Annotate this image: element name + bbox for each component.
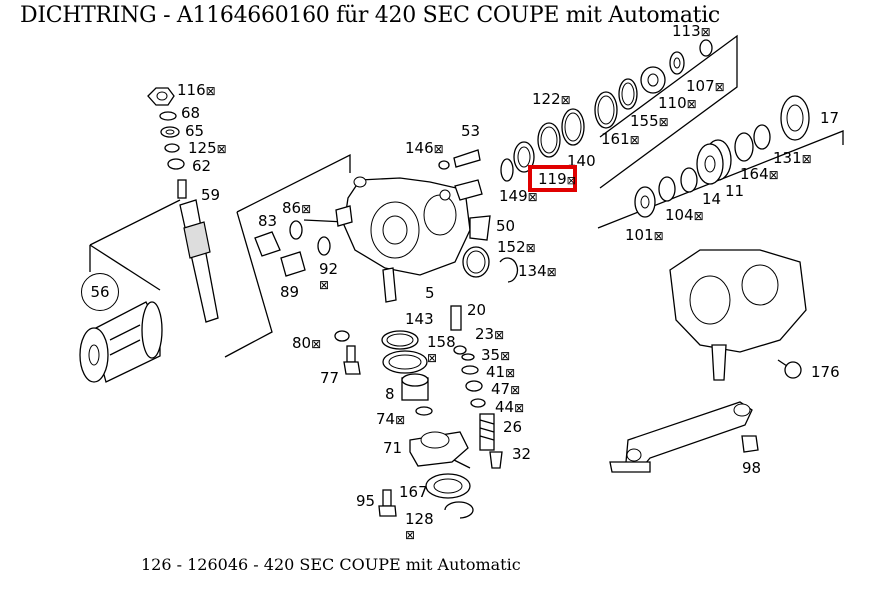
- part-label-149[interactable]: 149⊠: [499, 187, 538, 205]
- part-label-77[interactable]: 77: [320, 369, 340, 387]
- part-label-74[interactable]: 74⊠: [376, 410, 406, 428]
- part-label-68[interactable]: 68: [181, 104, 201, 122]
- part-label-131[interactable]: 131⊠: [773, 149, 812, 167]
- assembled-gear-unit: [669, 249, 807, 381]
- part-label-134[interactable]: 134⊠: [518, 262, 557, 280]
- housing-fittings: [254, 220, 331, 277]
- part-label-32[interactable]: 32: [512, 445, 532, 463]
- part-label-44[interactable]: 44⊠: [495, 398, 525, 416]
- cart-icon[interactable]: ⊠: [494, 328, 505, 342]
- part-label-50[interactable]: 50: [496, 217, 516, 235]
- cart-icon[interactable]: ⊠: [525, 241, 536, 255]
- cart-icon[interactable]: ⊠: [714, 80, 725, 94]
- cart-icon[interactable]: ⊠: [514, 401, 525, 415]
- part-label-80[interactable]: 80⊠: [292, 334, 322, 352]
- part-label-83[interactable]: 83: [258, 212, 278, 230]
- seal-ring-group: [500, 39, 713, 182]
- lower-parts-group: [334, 305, 503, 519]
- cart-icon[interactable]: ⊠: [427, 351, 438, 365]
- part-label-164[interactable]: 164⊠: [740, 165, 779, 183]
- page-title: DICHTRING - A1164660160 für 420 SEC COUP…: [20, 3, 720, 28]
- valve-body-sleeve: [79, 301, 163, 383]
- part-label-161[interactable]: 161⊠: [601, 130, 640, 148]
- cart-icon[interactable]: ⊠: [205, 84, 216, 98]
- part-label-98[interactable]: 98: [742, 459, 762, 477]
- cart-icon[interactable]: ⊠: [500, 349, 511, 363]
- part-label-113[interactable]: 113⊠: [672, 22, 711, 40]
- part-label-104[interactable]: 104⊠: [665, 206, 704, 224]
- cart-icon[interactable]: ⊠: [527, 190, 538, 204]
- cart-icon[interactable]: ⊠: [700, 25, 711, 39]
- part-label-62[interactable]: 62: [192, 157, 212, 175]
- part-label-47[interactable]: 47⊠: [491, 380, 521, 398]
- cart-icon[interactable]: ⊠: [546, 265, 557, 279]
- part-label-119[interactable]: 119⊠: [528, 165, 577, 192]
- pitman-arm: [609, 401, 759, 473]
- part-label-128[interactable]: 128⊠: [405, 510, 434, 542]
- part-label-23[interactable]: 23⊠: [475, 325, 505, 343]
- part-label-92[interactable]: 92⊠: [319, 260, 339, 292]
- part-label-5[interactable]: 5: [425, 284, 435, 302]
- part-label-122[interactable]: 122⊠: [532, 90, 571, 108]
- cart-icon[interactable]: ⊠: [560, 93, 571, 107]
- cart-icon[interactable]: ⊠: [693, 209, 704, 223]
- cart-icon[interactable]: ⊠: [301, 202, 312, 216]
- cart-icon[interactable]: ⊠: [658, 115, 669, 129]
- cart-icon[interactable]: ⊠: [319, 278, 330, 292]
- cart-icon[interactable]: ⊠: [653, 229, 664, 243]
- cart-icon[interactable]: ⊠: [510, 383, 521, 397]
- part-label-152[interactable]: 152⊠: [497, 238, 536, 256]
- cart-icon[interactable]: ⊠: [433, 142, 444, 156]
- cart-icon[interactable]: ⊠: [686, 97, 697, 111]
- diagram-caption: 126 - 126046 - 420 SEC COUPE mit Automat…: [141, 555, 521, 574]
- part-label-71[interactable]: 71: [383, 439, 403, 457]
- cart-icon[interactable]: ⊠: [801, 152, 812, 166]
- part-label-143[interactable]: 143: [405, 310, 434, 328]
- part-label-8[interactable]: 8: [385, 385, 395, 403]
- steering-gear-housing: [335, 149, 519, 303]
- part-label-155[interactable]: 155⊠: [630, 112, 669, 130]
- part-label-101[interactable]: 101⊠: [625, 226, 664, 244]
- part-label-20[interactable]: 20: [467, 301, 487, 319]
- part-label-59[interactable]: 59: [201, 186, 221, 204]
- input-shaft-group: [147, 87, 219, 323]
- part-label-26[interactable]: 26: [503, 418, 523, 436]
- part-label-35[interactable]: 35⊠: [481, 346, 511, 364]
- part-label-11[interactable]: 11: [725, 182, 745, 200]
- part-label-176[interactable]: 176: [811, 363, 840, 381]
- cart-icon[interactable]: ⊠: [768, 168, 779, 182]
- cart-icon[interactable]: ⊠: [405, 528, 416, 542]
- part-label-110[interactable]: 110⊠: [658, 94, 697, 112]
- part-label-41[interactable]: 41⊠: [486, 363, 516, 381]
- part-label-95[interactable]: 95: [356, 492, 376, 510]
- cart-icon[interactable]: ⊠: [566, 174, 576, 187]
- part-label-89[interactable]: 89: [280, 283, 300, 301]
- cart-icon[interactable]: ⊠: [629, 133, 640, 147]
- part-label-14[interactable]: 14: [702, 190, 722, 208]
- part-label-158[interactable]: 158⊠: [427, 333, 456, 365]
- part-label-65[interactable]: 65: [185, 122, 205, 140]
- part-label-146[interactable]: 146⊠: [405, 139, 444, 157]
- cart-icon[interactable]: ⊠: [216, 142, 227, 156]
- part-label-116[interactable]: 116⊠: [177, 81, 216, 99]
- part-label-86[interactable]: 86⊠: [282, 199, 312, 217]
- cart-icon[interactable]: ⊠: [311, 337, 322, 351]
- part-label-125[interactable]: 125⊠: [188, 139, 227, 157]
- part-label-107[interactable]: 107⊠: [686, 77, 725, 95]
- part-label-53[interactable]: 53: [461, 122, 481, 140]
- valve-sleeve-group: [634, 95, 810, 218]
- cart-icon[interactable]: ⊠: [395, 413, 406, 427]
- part-label-17[interactable]: 17: [820, 109, 840, 127]
- cart-icon[interactable]: ⊠: [505, 366, 516, 380]
- part-label-167[interactable]: 167: [399, 483, 428, 501]
- part-label-56[interactable]: 56: [81, 273, 119, 311]
